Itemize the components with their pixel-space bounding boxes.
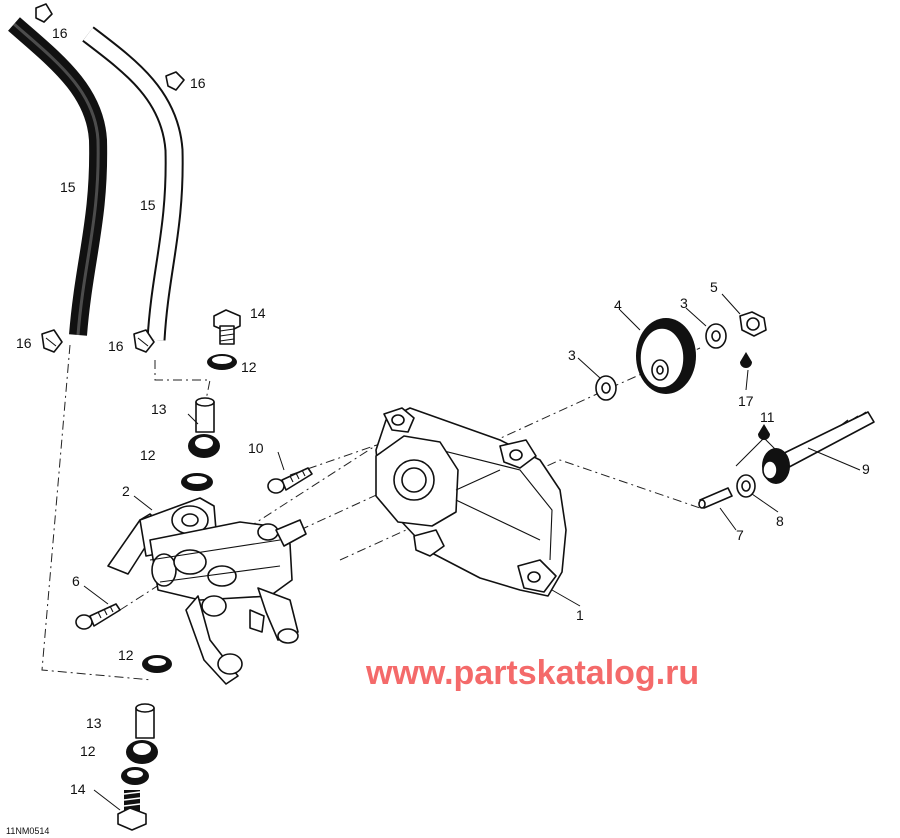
- callout-9: 9: [862, 461, 870, 477]
- oil-tube-right: [82, 26, 184, 341]
- callout-16: 16: [108, 338, 124, 354]
- hose-clamp-2: [165, 71, 185, 91]
- threadlocker-drop-17: [740, 352, 752, 368]
- pump-drive-shaft: [762, 411, 875, 484]
- callout-12: 12: [241, 359, 257, 375]
- callout-16: 16: [190, 75, 206, 91]
- callout-labels: 16 16 15 15 16 16 14 12 13 12 10 2 6 12 …: [16, 25, 870, 797]
- callout-17: 17: [738, 393, 754, 409]
- callout-15: 15: [140, 197, 156, 213]
- callout-10: 10: [248, 440, 264, 456]
- banjo-fitting-top: [188, 397, 220, 458]
- callout-12: 12: [80, 743, 96, 759]
- screw-10: [267, 467, 313, 494]
- callout-13: 13: [151, 401, 167, 417]
- callout-8: 8: [776, 513, 784, 529]
- callout-16: 16: [52, 25, 68, 41]
- pump-drive-gear: [636, 318, 696, 394]
- hose-clamp-1: [35, 3, 53, 23]
- sealing-washer-4: [121, 767, 149, 785]
- banjo-bolt-bottom: [117, 790, 147, 831]
- sealing-washer-top: [207, 354, 237, 370]
- callout-13: 13: [86, 715, 102, 731]
- hose-clamp-3: [41, 329, 63, 353]
- callout-12: 12: [118, 647, 134, 663]
- banjo-fitting-lower: [126, 703, 158, 764]
- pump-cover-housing: [375, 407, 567, 597]
- callout-11: 11: [760, 409, 775, 425]
- watermark: www.partskatalog.ru: [365, 654, 699, 692]
- callout-4: 4: [614, 297, 622, 313]
- callout-16: 16: [16, 335, 32, 351]
- gear-retaining-nut: [739, 311, 767, 337]
- thrust-washer-left: [595, 375, 617, 401]
- shaft-washer: [736, 474, 756, 498]
- screw-6: [75, 603, 121, 630]
- callout-15: 15: [60, 179, 76, 195]
- callout-1: 1: [576, 607, 584, 623]
- hose-clamp-4: [133, 329, 155, 353]
- dowel-pin: [698, 487, 733, 509]
- figure-code: 11NM0514: [6, 826, 49, 836]
- thrust-washer-right: [705, 323, 727, 349]
- sealing-washer-2: [181, 473, 213, 491]
- callout-14: 14: [250, 305, 266, 321]
- callout-5: 5: [710, 279, 718, 295]
- callout-14: 14: [70, 781, 86, 797]
- oil-pump-body: [107, 497, 307, 685]
- callout-3: 3: [680, 295, 688, 311]
- callout-12: 12: [140, 447, 156, 463]
- sealing-washer-3: [142, 655, 172, 673]
- callout-6: 6: [72, 573, 80, 589]
- leader-lines: [83, 293, 861, 811]
- callout-7: 7: [736, 527, 744, 543]
- oil-tube-left: [8, 17, 108, 336]
- callout-2: 2: [122, 483, 130, 499]
- banjo-bolt-top: [213, 309, 241, 345]
- callout-3: 3: [568, 347, 576, 363]
